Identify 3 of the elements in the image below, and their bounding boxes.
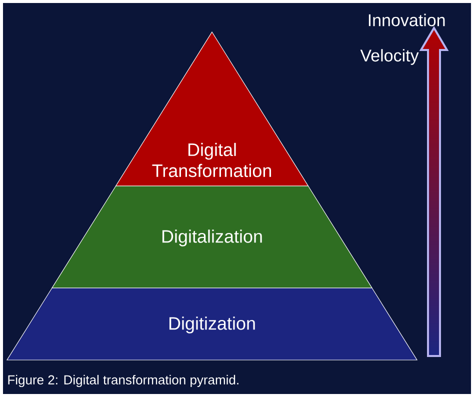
caption: Figure 2: Digital transformation pyramid.: [8, 374, 238, 388]
axis-label: Innovation: [368, 14, 445, 26]
axis-label: Velocity: [360, 49, 419, 65]
